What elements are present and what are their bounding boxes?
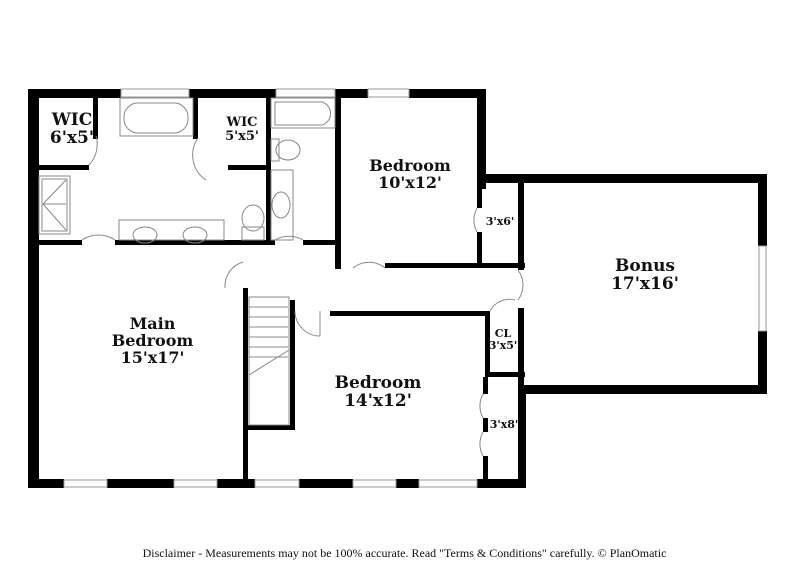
room-name: WIC: [51, 110, 93, 130]
room-size: 15'x17': [120, 347, 185, 367]
room-name: Bedroom: [369, 156, 451, 175]
room-size: 17'x16': [611, 273, 679, 294]
room-name-line2: Bedroom: [111, 330, 194, 350]
room-name: CL: [494, 327, 512, 340]
room-label-bonus: Bonus 17'x16': [570, 256, 720, 294]
room-size: 3'x6': [485, 215, 515, 228]
room-label-closet-3x8: 3'x8': [486, 419, 522, 431]
room-label-main-bedroom: Main Bedroom 15'x17': [85, 314, 220, 367]
windows: [63, 88, 767, 488]
room-label-bedroom-2: Bedroom 10'x12': [350, 156, 470, 192]
room-size: 3'x8': [489, 418, 519, 431]
room-label-wic-2: WIC 5'x5': [214, 116, 270, 143]
room-size: 10'x12': [378, 172, 442, 192]
room-label-closet-cl: CL 3'x5': [486, 328, 520, 351]
room-size: 3'x5': [488, 338, 518, 352]
room-size: 6'x5': [49, 127, 95, 148]
fixtures: [38, 97, 524, 457]
room-name: WIC: [226, 115, 258, 130]
room-name-line1: Main: [129, 314, 176, 333]
room-size: 14'x12': [344, 390, 412, 411]
room-label-closet-3x6: 3'x6': [482, 216, 518, 228]
room-name: Bonus: [615, 256, 675, 276]
room-name: Bedroom: [334, 373, 422, 393]
room-size: 5'x5': [225, 128, 259, 144]
room-label-bedroom-3: Bedroom 14'x12': [318, 373, 438, 411]
room-label-wic-1: WIC 6'x5': [44, 110, 100, 148]
disclaimer-text: Disclaimer - Measurements may not be 100…: [142, 546, 667, 560]
